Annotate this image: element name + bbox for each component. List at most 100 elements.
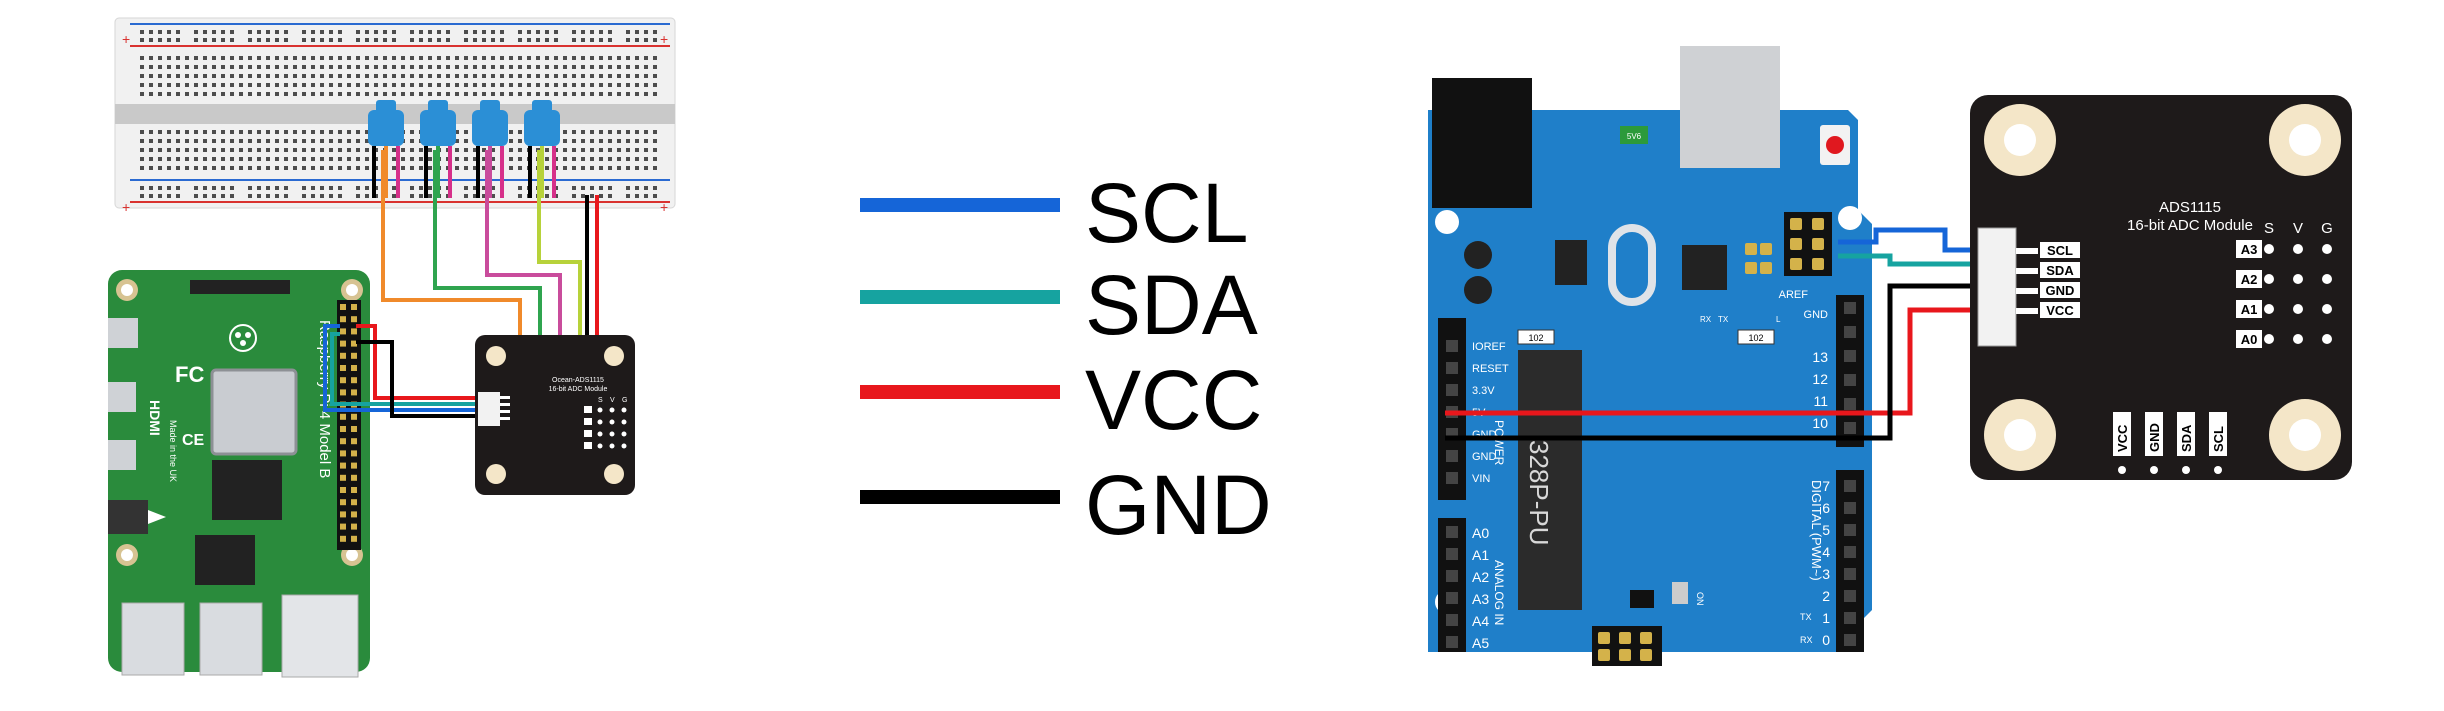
breadboard-hole [635,74,639,78]
breadboard-hole [365,38,369,42]
breadboard-hole [266,166,270,170]
arduino-rx-led-label: RX [1700,315,1712,324]
breadboard-hole [221,130,225,134]
module-col-s: S [2264,220,2274,237]
breadboard-hole [176,30,180,34]
breadboard-hole [410,148,414,152]
breadboard-hole [257,139,261,143]
breadboard-hole [491,30,495,34]
legend-label-sda: SDA [1085,258,1258,352]
breadboard-hole [167,148,171,152]
breadboard-hole [185,74,189,78]
breadboard-hole [320,130,324,134]
breadboard-hole [653,83,657,87]
breadboard-hole [212,166,216,170]
breadboard-hole [473,194,477,198]
icsp-pin [1598,649,1610,661]
breadboard-hole [257,130,261,134]
breadboard-hole [653,65,657,69]
breadboard-hole [590,92,594,96]
breadboard-hole [536,65,540,69]
breadboard-hole [518,139,522,143]
breadboard-hole [428,92,432,96]
module-channel-pin [2293,304,2303,314]
breadboard-hole [419,56,423,60]
breadboard-hole [302,130,306,134]
potentiometer [368,100,404,198]
small-module-connector [478,392,500,426]
breadboard-hole [644,148,648,152]
breadboard-hole [158,157,162,161]
hdmi-port-1 [108,382,136,412]
breadboard-hole [212,83,216,87]
breadboard-hole [599,148,603,152]
breadboard-hole [644,65,648,69]
breadboard-hole [203,194,207,198]
breadboard-hole [185,56,189,60]
icsp-top-pin [1812,238,1824,250]
breadboard-hole [176,139,180,143]
breadboard-hole [590,157,594,161]
breadboard-hole [446,65,450,69]
gpio-pin [340,389,346,396]
breadboard-hole [302,194,306,198]
breadboard-hole [203,92,207,96]
breadboard-hole [599,157,603,161]
breadboard-hole [599,139,603,143]
breadboard-hole [320,157,324,161]
breadboard-hole [347,139,351,143]
gpio-pin [340,511,346,518]
breadboard-hole [572,38,576,42]
breadboard-hole [185,83,189,87]
breadboard-hole [356,56,360,60]
breadboard-hole [284,166,288,170]
breadboard-hole [653,139,657,143]
breadboard-hole [401,148,405,152]
breadboard-hole [653,157,657,161]
breadboard-hole [284,139,288,143]
breadboard-hole [392,56,396,60]
breadboard-hole [239,130,243,134]
breadboard-hole [473,30,477,34]
breadboard-hole [401,83,405,87]
breadboard-hole [194,38,198,42]
gpio-pin [340,499,346,506]
breadboard-hole [590,130,594,134]
breadboard-hole [464,83,468,87]
breadboard-hole [320,38,324,42]
breadboard-hole [248,38,252,42]
breadboard-hole [617,74,621,78]
breadboard-hole [158,83,162,87]
module-channel-label-box [2236,300,2262,318]
breadboard-hole [158,74,162,78]
breadboard-hole [518,157,522,161]
breadboard-hole [563,65,567,69]
arduino-regulator [1555,240,1587,285]
breadboard-hole [212,130,216,134]
small-module-col-v: V [610,397,615,404]
breadboard-hole [500,65,504,69]
breadboard-hole [608,130,612,134]
arduino-aref-label: AREF [1779,289,1809,301]
breadboard-hole [401,56,405,60]
breadboard-hole [428,30,432,34]
breadboard-hole [185,166,189,170]
breadboard-hole [176,130,180,134]
breadboard-hole [635,130,639,134]
arduino-mount-hole [1838,206,1862,230]
breadboard-hole [347,56,351,60]
breadboard-hole [617,166,621,170]
breadboard-hole [167,157,171,161]
hdmi-port-2 [108,440,136,470]
breadboard-hole [221,194,225,198]
breadboard-hole [563,148,567,152]
breadboard-hole [635,83,639,87]
small-module-pins [500,396,627,449]
small-module-connector-pin [500,403,510,406]
breadboard-hole [644,130,648,134]
breadboard-hole [410,130,414,134]
gpio-pin [340,328,346,335]
gpio-pin [351,352,357,359]
breadboard-hole [383,92,387,96]
